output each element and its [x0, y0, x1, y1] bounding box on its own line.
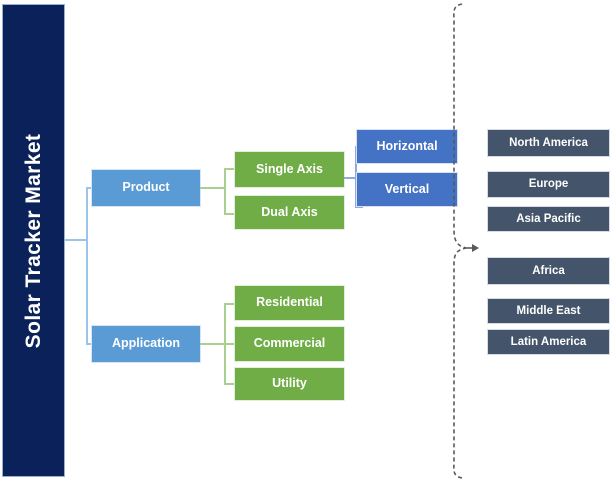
node-horizontal-label: Horizontal [376, 138, 438, 153]
connector-single-axis-spine [355, 146, 357, 208]
node-region-north-america[interactable]: North America [488, 130, 609, 156]
connector-root-stub [65, 239, 88, 241]
node-region-africa[interactable]: Africa [488, 258, 609, 284]
node-product-label: Product [122, 180, 170, 195]
connector-application-to-utility [224, 383, 236, 385]
node-application-label: Application [111, 336, 181, 351]
node-commercial[interactable]: Commercial [235, 327, 344, 361]
node-vertical-label: Vertical [384, 181, 430, 196]
node-application[interactable]: Application [92, 326, 200, 362]
connector-root-to-product [86, 187, 94, 189]
node-commercial-label: Commercial [253, 336, 326, 351]
node-residential-label: Residential [256, 295, 323, 310]
node-dual-axis-label: Dual Axis [261, 204, 318, 219]
connector-product-spine [224, 168, 226, 215]
connector-application-to-residential [224, 303, 236, 305]
connector-root-to-application [86, 343, 94, 345]
connector-product-to-dual-axis [224, 213, 236, 215]
connector-single-axis-stub [344, 177, 357, 179]
node-region-europe[interactable]: Europe [488, 172, 609, 197]
region-brace [453, 3, 479, 479]
node-region-africa-label: Africa [532, 264, 565, 277]
node-region-middle-east[interactable]: Middle East [488, 299, 609, 323]
node-residential[interactable]: Residential [235, 286, 344, 320]
connector-application-to-commercial [224, 343, 236, 345]
connector-root-spine [86, 188, 88, 345]
node-dual-axis[interactable]: Dual Axis [235, 196, 344, 229]
node-vertical[interactable]: Vertical [357, 173, 457, 206]
node-region-north-america-label: North America [509, 136, 588, 149]
brace-upper-half [453, 3, 467, 249]
brace-lower-half [453, 247, 467, 479]
connector-product-to-single-axis [224, 168, 236, 170]
node-horizontal[interactable]: Horizontal [357, 130, 457, 163]
brace-arrow-head [472, 244, 479, 252]
connector-single-axis-to-vertical [355, 206, 363, 208]
node-utility-label: Utility [272, 376, 307, 391]
node-utility[interactable]: Utility [235, 368, 344, 400]
connector-product-stub [200, 187, 226, 189]
page-title: Solar Tracker Market [21, 133, 45, 348]
market-title-bar: Solar Tracker Market [2, 4, 65, 477]
node-region-asia-pacific-label: Asia Pacific [516, 212, 581, 225]
node-region-latin-america-label: Latin America [510, 335, 587, 348]
node-product[interactable]: Product [92, 170, 200, 206]
connector-application-stub [200, 343, 226, 345]
node-region-latin-america[interactable]: Latin America [488, 330, 609, 354]
node-single-axis[interactable]: Single Axis [235, 152, 344, 187]
node-region-middle-east-label: Middle East [516, 304, 581, 317]
node-region-europe-label: Europe [528, 178, 569, 191]
node-single-axis-label: Single Axis [256, 161, 323, 176]
node-region-asia-pacific[interactable]: Asia Pacific [488, 207, 609, 231]
